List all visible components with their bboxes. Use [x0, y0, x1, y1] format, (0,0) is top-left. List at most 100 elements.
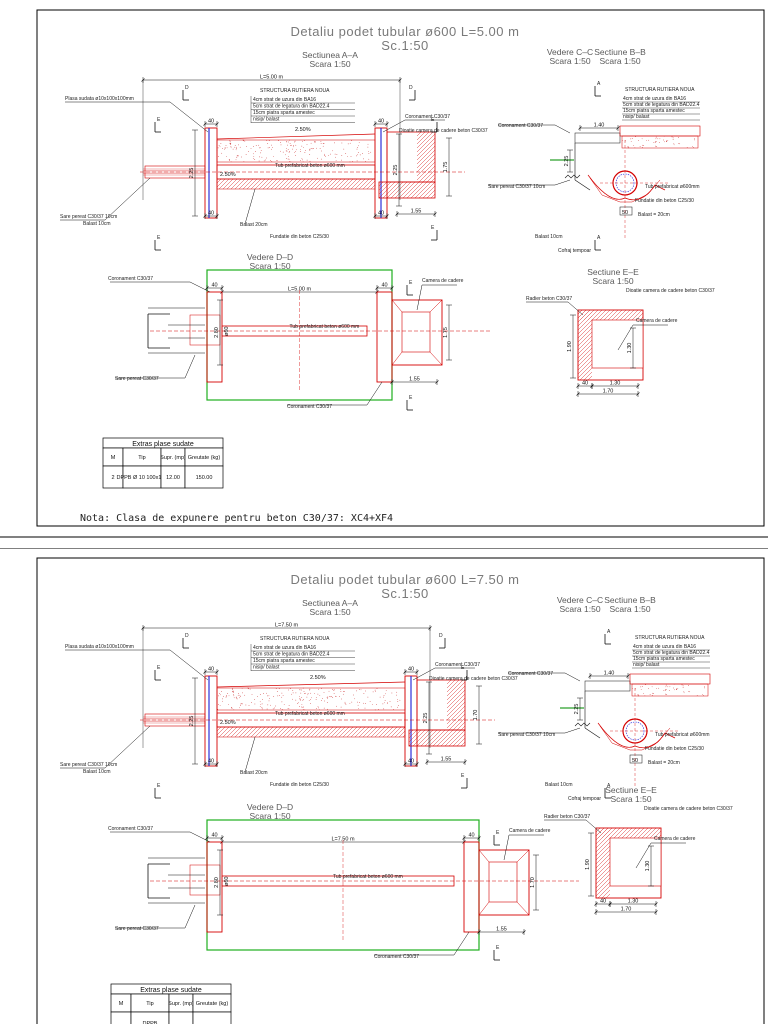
plan-right-head	[463, 841, 480, 933]
foundation-label-cc: Fundatie din beton C25/30	[635, 198, 694, 204]
left-headwall	[204, 127, 218, 219]
table-cell: 12.00	[166, 475, 180, 481]
road-structure-title: STRUCTURA RUTIERA NOUA	[260, 636, 330, 642]
dimension-label: 1.30	[645, 861, 651, 872]
dimension-label: 1.55	[411, 209, 422, 215]
table-cell: DPPB Ø 10 100x100	[116, 475, 167, 481]
svg-text:D: D	[439, 633, 443, 639]
welded-mesh-label: Plasa sudata ø10x100x100mm	[65, 96, 134, 102]
rebar-symbol	[564, 174, 581, 179]
drawing-scale: Sc.1:50	[381, 586, 429, 601]
view-dd-title: Vedere D–D	[247, 802, 293, 812]
section-aa-scale: Scara 1:50	[309, 607, 350, 617]
road-layer-label: 5cm strat de legatura din BAD22.4	[633, 650, 710, 656]
formwork-label: Cofraj tempoar	[568, 796, 601, 802]
table-header-cell: Greutate (kg)	[188, 455, 221, 461]
road-layer-label: nisip/ balast	[623, 114, 650, 120]
plan-right-head	[376, 291, 393, 383]
sill-label-cc: Sare pereat C30/37 10cm	[488, 184, 545, 190]
view-cc-title: Vedere C–C	[547, 47, 593, 57]
svg-text:E: E	[157, 117, 161, 123]
pipe-label: Tub prefabricat beton ø600 mm	[275, 163, 345, 169]
ballast-label: Balast 10cm	[83, 221, 111, 227]
dimension-label: 1.90	[585, 859, 591, 870]
drawing-scale: Sc.1:50	[381, 38, 429, 53]
table-header-cell: Supr. (mp)	[160, 455, 186, 461]
plan-left-head	[206, 291, 223, 383]
section-aa-title: Sectiunea A–A	[302, 598, 358, 608]
svg-text:A: A	[597, 235, 601, 241]
sill-label: Sare pereat C30/37 10cm	[60, 214, 117, 220]
road-structure-title-cc: STRUCTURA RUTIERA NOUA	[635, 635, 705, 641]
crown-label-dd: Coronament C30/37	[108, 826, 153, 832]
dimension-label: 40	[208, 759, 214, 765]
sill-label-dd: Sare pereat C30/37	[115, 376, 159, 382]
road-layer-label: 4cm strat de uzura din BA16	[253, 645, 316, 651]
road-layer-label: 15cm piatra sparta amestec	[633, 656, 695, 662]
pipe-short-label: Tub prefabricat ø600mm	[645, 184, 700, 190]
table-cell: 2	[111, 475, 114, 481]
dimension-label: 1.55	[496, 927, 507, 933]
dimension-label: 1.75	[443, 327, 449, 338]
dimension-label: 40	[600, 899, 606, 905]
dim-d60: ø60	[224, 327, 230, 336]
road-layer-label: nisip/ balast	[253, 117, 280, 123]
dimension-label: 2.25	[564, 156, 570, 167]
dimension-label: 2.25	[189, 168, 195, 179]
table-header-cell: Tip	[146, 1001, 153, 1007]
svg-text:E: E	[157, 783, 161, 789]
chamber-slab-label: Dioatie camera de cadere beton C30/37	[429, 676, 518, 682]
dimension-label: 40	[208, 119, 214, 125]
svg-text:E: E	[431, 225, 435, 231]
dim-d60: ø60	[224, 877, 230, 886]
formwork-label: Cofraj tempoar	[558, 248, 591, 254]
crown-label-dd2: Coronament C30/37	[374, 954, 419, 960]
crown-label-dd: Coronament C30/37	[108, 276, 153, 282]
view-cc-scale: Scara 1:50	[549, 56, 590, 66]
crown-label-cc: Coronament C30/37	[508, 671, 553, 677]
slope-label: 2.50%	[310, 675, 326, 681]
sill-label-cc: Sare pereat C30/37 10cm	[498, 732, 555, 738]
table-header-cell: Supr. (mp)	[168, 1001, 194, 1007]
slope-label: 2.50%	[220, 172, 236, 178]
drawing-title: Detaliu podet tubular ø600 L=7.50 m	[291, 572, 520, 587]
svg-text:A: A	[597, 81, 601, 87]
road-layer-label: nisip/ balast	[253, 665, 280, 671]
ballast-20-label: Balast 20cm	[240, 222, 268, 228]
svg-text:E: E	[496, 945, 500, 951]
drawing-canvas: Detaliu podet tubular ø600 L=7.50 mSc.1:…	[0, 548, 768, 1024]
road-structure-title-cc: STRUCTURA RUTIERA NOUA	[625, 87, 695, 93]
dimension-label: 1.40	[604, 671, 615, 677]
ballast-eq-label: Balast = 20cm	[638, 212, 670, 218]
view-dd-scale: Scara 1:50	[249, 261, 290, 271]
pipe-short-label: Tub prefabricat ø600mm	[655, 732, 710, 738]
chamber-slab-label-ee: Dioatie camera de cadere beton C30/37	[626, 288, 715, 294]
section-bb-title: Sectiune B–B	[594, 47, 646, 57]
view-dd-title: Vedere D–D	[247, 252, 293, 262]
dimension-label: 1.70	[530, 877, 536, 888]
table-title: Extras plase sudate	[140, 987, 202, 994]
dimension-label: 40	[468, 833, 474, 839]
dimension-label: 40	[211, 833, 217, 839]
dimension-label: 1.55	[441, 757, 452, 763]
table-header-cell: Greutate (kg)	[196, 1001, 229, 1007]
dimension-label: 40	[378, 211, 384, 217]
svg-text:E: E	[409, 395, 413, 401]
section-bb-title: Sectiune B–B	[604, 595, 656, 605]
dimension-label: 1.30	[627, 343, 633, 354]
svg-text:E: E	[157, 235, 161, 241]
crown-label: Coronament C30/37	[435, 662, 480, 668]
table-cell: DPPB	[143, 1021, 158, 1024]
dimension-label: 2.25	[393, 165, 399, 176]
plan-pipe-label: Tub prefabricat beton ø600 mm	[290, 324, 360, 330]
foundation-label: Fundatie din beton C25/30	[270, 782, 329, 788]
section-bb-scale: Scara 1:50	[599, 56, 640, 66]
